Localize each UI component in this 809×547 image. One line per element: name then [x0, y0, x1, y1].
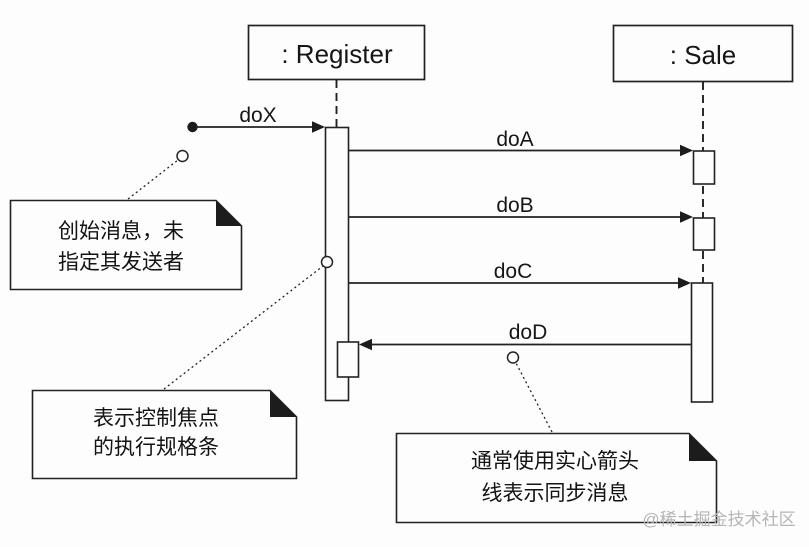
note-initial-message-line2: 指定其发送者 — [58, 251, 184, 274]
register-head-box — [247, 24, 426, 81]
note-sync-message: 通常使用实心箭头 线表示同步消息 — [395, 432, 718, 524]
message-doB: doB — [349, 194, 693, 223]
message-doX-label: doX — [239, 104, 276, 127]
message-doD-arrowhead-icon — [359, 338, 372, 351]
message-doA: doA — [349, 128, 693, 157]
sale-activation-doC — [690, 282, 714, 403]
note-connector-sync-message — [506, 351, 553, 433]
message-doX: doX — [187, 104, 325, 133]
message-doC-arrowhead-icon — [678, 277, 691, 289]
note-fold-corner-icon — [689, 433, 717, 461]
note-connector-execution-spec — [163, 255, 334, 390]
note-execution-spec: 表示控制焦点 的执行规格条 — [31, 389, 298, 480]
found-message-dot-icon — [187, 121, 198, 133]
note-fold-corner-icon — [270, 390, 297, 417]
message-doD: doD — [359, 321, 691, 351]
message-doA-label: doA — [496, 128, 533, 151]
note-anchor-circle-icon — [176, 149, 189, 163]
lifeline-head-sale: : Sale — [612, 24, 794, 83]
note-connector-line — [515, 362, 553, 433]
lifeline-head-register: : Register — [247, 24, 426, 81]
message-doD-label: doD — [509, 321, 548, 344]
note-execution-spec-line2: 的执行规格条 — [93, 436, 219, 459]
sale-head-box — [612, 24, 794, 83]
note-anchor-circle-icon — [506, 351, 520, 364]
sale-head-label: : Sale — [670, 40, 737, 70]
register-nested-activation — [336, 341, 360, 378]
note-fold-corner-icon — [216, 200, 242, 226]
note-sync-message-line1: 通常使用实心箭头 — [471, 450, 639, 473]
note-sync-message-box — [395, 432, 718, 524]
note-initial-message-line1: 创始消息，未 — [58, 220, 184, 243]
note-execution-spec-box — [31, 389, 298, 480]
note-sync-message-line2: 线表示同步消息 — [482, 482, 629, 505]
note-connector-line — [163, 265, 324, 390]
message-doB-arrowhead-icon — [680, 211, 693, 223]
message-doC: doC — [349, 260, 691, 289]
sale-activation-doB — [692, 217, 716, 251]
register-head-label: : Register — [281, 39, 393, 69]
note-anchor-circle-icon — [320, 255, 334, 269]
watermark-text: @稀土掘金技术社区 — [642, 510, 795, 529]
message-doX-arrowhead-icon — [312, 121, 325, 133]
sale-activation-doA — [692, 150, 716, 185]
note-initial-message: 创始消息，未 指定其发送者 — [9, 199, 243, 291]
message-doB-label: doB — [496, 194, 533, 217]
message-doA-arrowhead-icon — [680, 144, 693, 157]
note-initial-message-box — [9, 199, 243, 291]
note-execution-spec-line1: 表示控制焦点 — [93, 407, 219, 430]
note-connector-line — [127, 159, 179, 200]
message-doC-label: doC — [494, 260, 533, 283]
note-connector-initial-message — [127, 149, 189, 200]
